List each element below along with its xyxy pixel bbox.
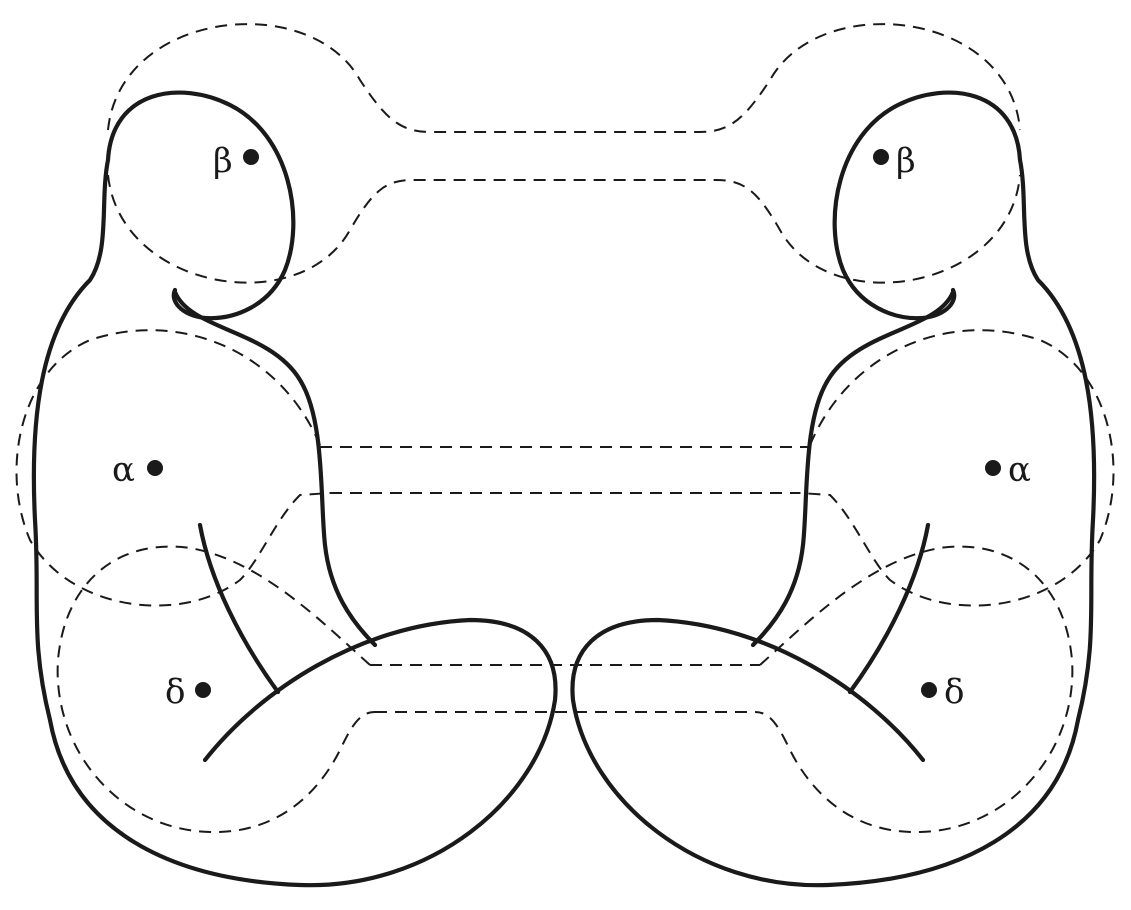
right-beta-point (873, 149, 889, 165)
left-inner-arm-line (197, 522, 281, 695)
left-beta-point (243, 149, 259, 165)
left-delta-point (195, 682, 211, 698)
top-inner-dashed-band (107, 174, 1021, 284)
left-neck-arm-curve (172, 289, 378, 648)
right-delta-dashed-circle (754, 545, 1074, 834)
solid-curves (31, 90, 1097, 888)
right-delta-point (921, 682, 937, 698)
dashed-curves (15, 23, 1115, 834)
right-inner-arm-line (847, 522, 931, 695)
left-alpha-dashed-circle (15, 329, 331, 607)
right-neck-arm-curve (750, 289, 956, 648)
left-alpha-label: α (112, 450, 135, 490)
right-delta-label: δ (944, 672, 964, 712)
left-beta-label: β (213, 141, 233, 181)
right-beta-label: β (896, 141, 916, 181)
right-alpha-dashed-circle (799, 329, 1115, 607)
left-delta-dashed-circle (56, 545, 376, 834)
right-alpha-label: α (1008, 450, 1031, 490)
point-markers: β α δ β α δ (112, 141, 1031, 712)
left-delta-label: δ (165, 672, 185, 712)
left-alpha-point (147, 460, 163, 476)
top-outer-dashed-band (107, 23, 1021, 133)
right-alpha-point (985, 460, 1001, 476)
